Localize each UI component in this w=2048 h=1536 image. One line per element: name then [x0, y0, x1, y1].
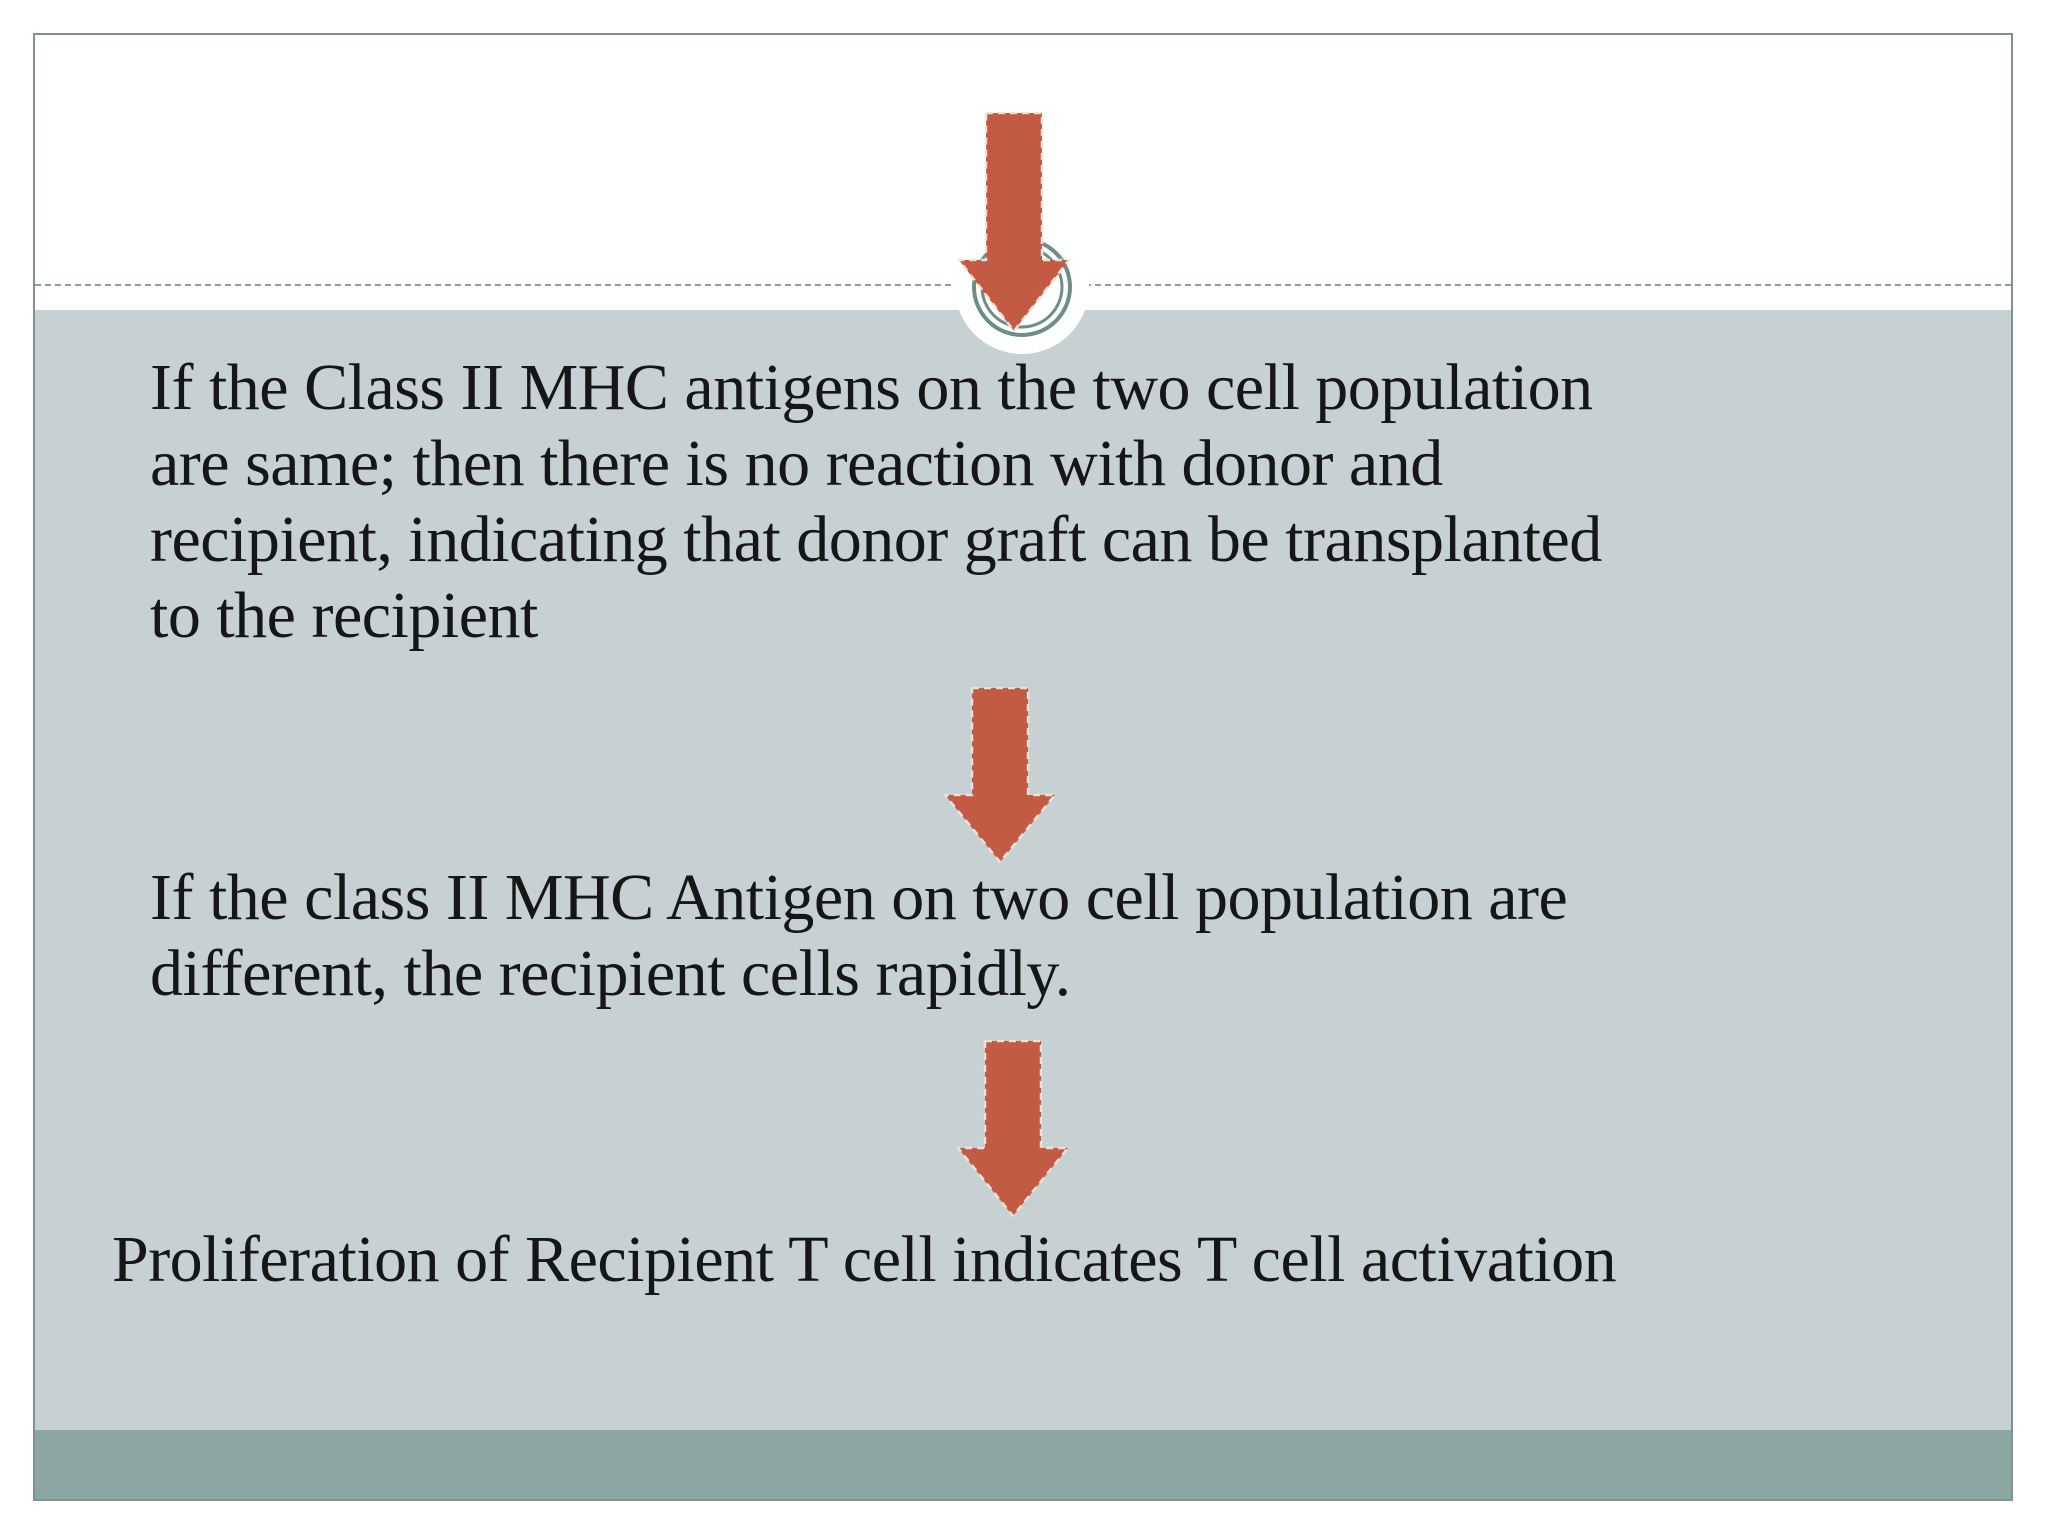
down-arrow-icon [944, 687, 1056, 863]
down-arrow-icon [958, 112, 1070, 332]
down-arrow-icon [957, 1040, 1069, 1217]
slide-body-background [35, 310, 2011, 1430]
step2-line-1: If the class II MHC Antigen on two cell … [150, 861, 1568, 934]
step1-line-1: If the Class II MHC antigens on the two … [150, 351, 1593, 424]
step1-line-4: to the recipient [150, 579, 538, 652]
step1-text: If the Class II MHC antigens on the two … [150, 350, 1602, 654]
step2-line-2: different, the recipient cells rapidly. [150, 937, 1071, 1010]
step1-line-2: are same; then there is no reaction with… [150, 427, 1443, 500]
slide-footer-bar [35, 1430, 2011, 1499]
conclusion-text: Proliferation of Recipient T cell indica… [112, 1223, 1617, 1296]
step1-line-3: recipient, indicating that donor graft c… [150, 503, 1602, 576]
step2-text: If the class II MHC Antigen on two cell … [150, 860, 1568, 1012]
